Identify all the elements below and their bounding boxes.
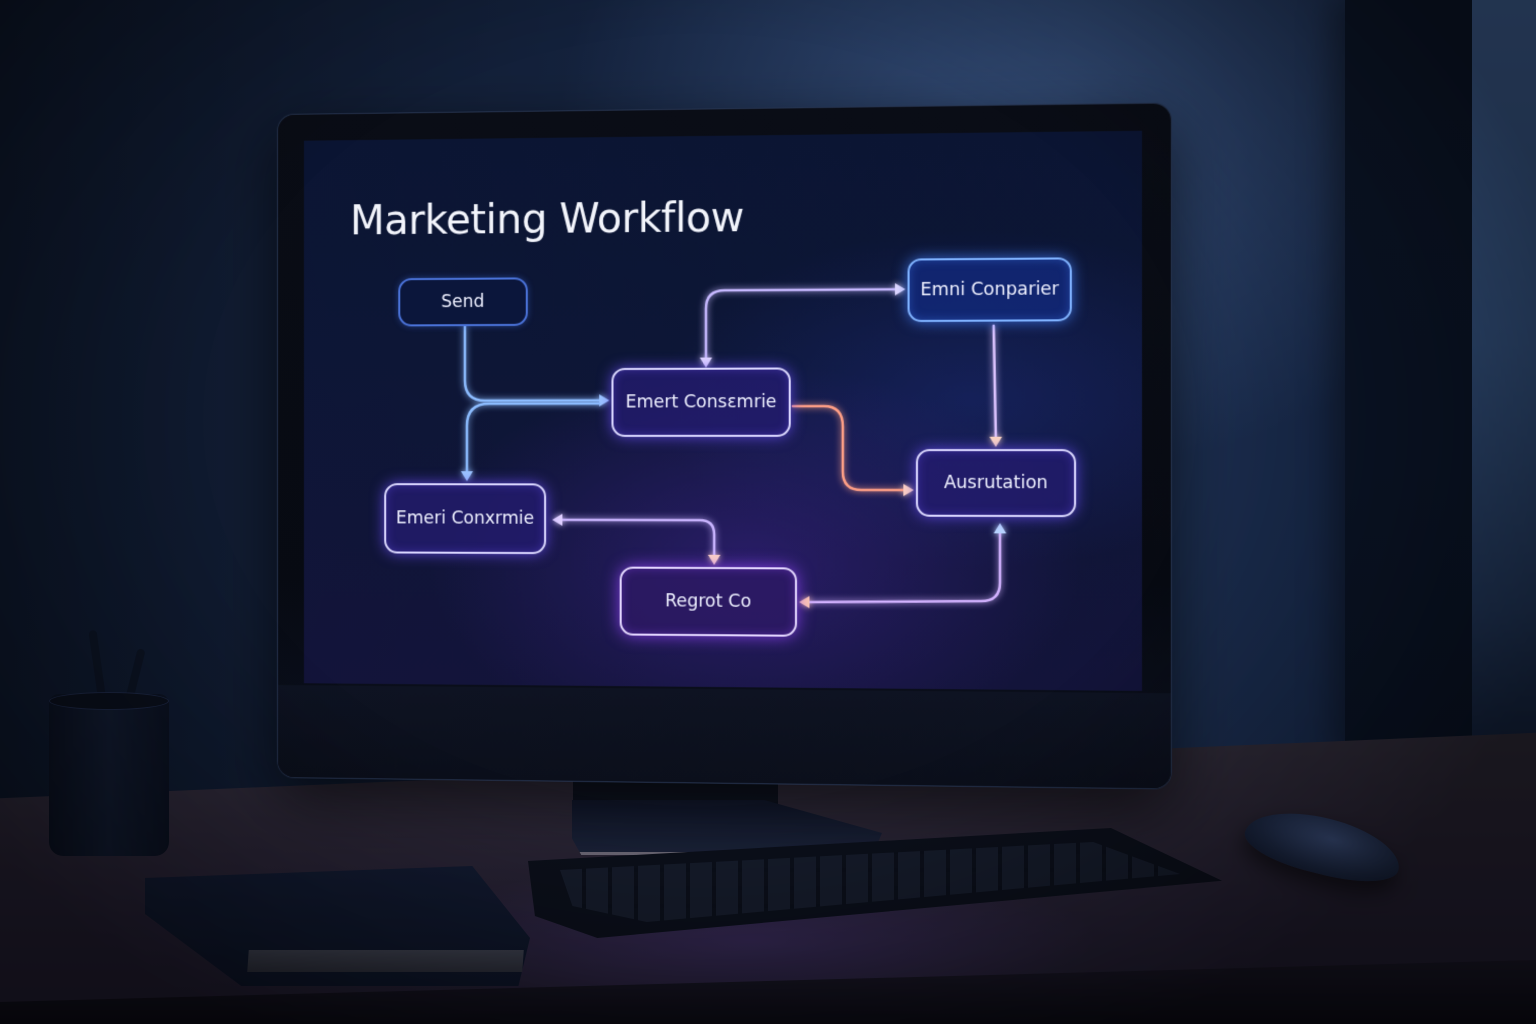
connector-event-to-campaign — [706, 289, 895, 361]
connector-campaign-to-automation — [994, 326, 996, 437]
node-label: Emeri Conxrmie — [396, 508, 535, 529]
connector-send-to-email-left — [467, 403, 599, 471]
arrowhead-icon — [989, 436, 1003, 448]
arrowhead-icon — [552, 513, 563, 526]
arrowhead-icon — [894, 283, 906, 296]
node-event-consume[interactable]: Emert Consεmrie — [611, 367, 791, 437]
node-label: Emert Consεmrie — [625, 391, 777, 413]
monitor-chin — [278, 685, 1171, 789]
node-label: Regrot Co — [664, 591, 752, 612]
pen-cup — [49, 694, 169, 856]
arrowhead-icon — [708, 554, 721, 566]
connector-report-to-email-left — [562, 520, 714, 561]
connector-automation-to-report — [807, 527, 1000, 604]
node-label: Emni Conparier — [920, 279, 1059, 301]
monitor-screen: Marketing Workflow — [303, 130, 1143, 691]
connector-event-to-automation — [793, 406, 906, 490]
arrowhead-icon — [799, 595, 810, 609]
arrowhead-icon — [903, 483, 914, 497]
lit-wall-edge — [1472, 0, 1536, 760]
pen-cup-rim — [49, 692, 169, 710]
node-email-campaign[interactable]: Emni Conparier — [907, 257, 1072, 323]
wall-column — [1345, 0, 1475, 760]
arrowhead-icon — [993, 523, 1007, 534]
node-label: Send — [441, 291, 485, 313]
node-send[interactable]: Send — [398, 277, 528, 327]
arrowhead-icon — [460, 471, 473, 482]
notebook-pages — [247, 950, 524, 972]
arrowhead-icon — [599, 394, 610, 407]
node-automation[interactable]: Ausrutation — [915, 449, 1077, 518]
workflow-connectors — [304, 283, 1007, 691]
connector-send-to-event — [465, 326, 599, 401]
node-label: Ausrutation — [943, 472, 1048, 494]
node-report[interactable]: Regrot Co — [619, 566, 798, 637]
arrowhead-icon — [699, 357, 713, 368]
monitor: Marketing Workflow — [278, 103, 1171, 789]
node-email-consume[interactable]: Emeri Conxrmie — [384, 483, 547, 555]
